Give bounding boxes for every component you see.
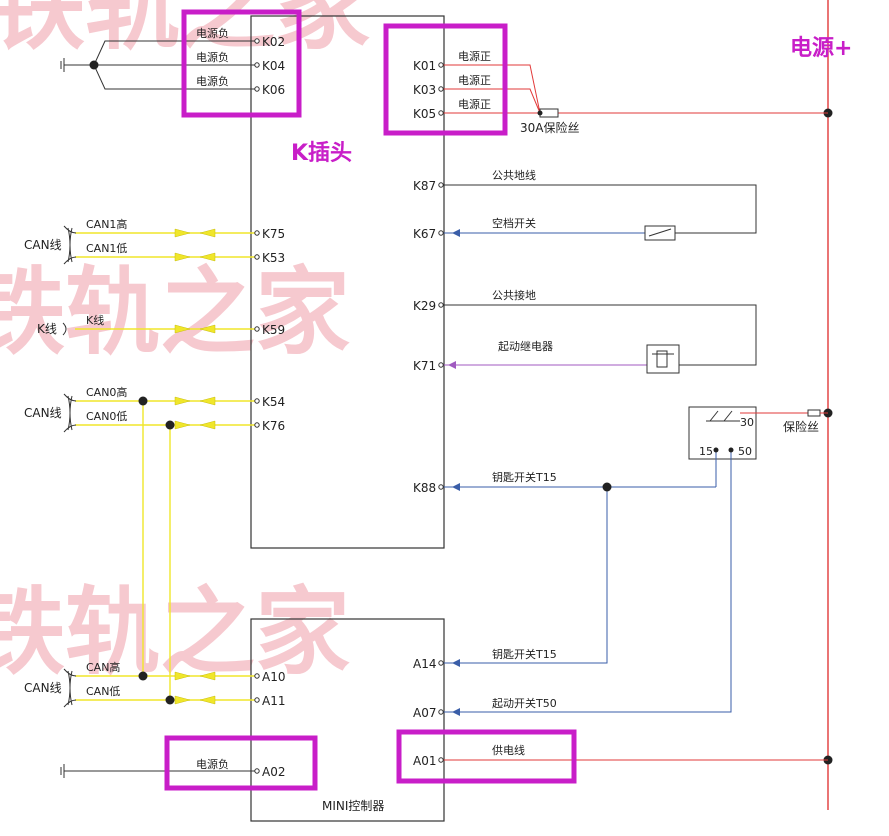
fuse-symbol bbox=[807, 409, 821, 417]
label-k88: 钥匙开关T15 bbox=[492, 470, 557, 484]
can-junctions bbox=[138, 396, 175, 705]
relay-15-terminal-dot bbox=[713, 447, 719, 453]
relay-contacts bbox=[706, 410, 740, 422]
fuse-30a-label: 30A保险丝 bbox=[520, 120, 579, 135]
highlight-k-ground bbox=[181, 9, 302, 118]
k-plug-label: K插头 bbox=[291, 141, 352, 166]
pin-k04: K04 bbox=[262, 59, 285, 73]
label-a02: 电源负 bbox=[196, 757, 229, 771]
k-power-wiring bbox=[441, 64, 828, 114]
label-k04: 电源负 bbox=[196, 50, 229, 64]
label-a01: 供电线 bbox=[492, 743, 525, 757]
label-k54: CAN0高 bbox=[86, 385, 127, 399]
label-k01: 电源正 bbox=[458, 49, 491, 63]
can0-bus-label: CAN线 bbox=[24, 406, 62, 420]
fuse-30a-symbol bbox=[539, 108, 559, 118]
pin-k01: K01 bbox=[413, 59, 436, 73]
pin-a01: A01 bbox=[413, 754, 436, 768]
pin-k71: K71 bbox=[413, 359, 436, 373]
pin-k53: K53 bbox=[262, 251, 285, 265]
label-k75: CAN1高 bbox=[86, 217, 127, 231]
watermark-text-bottom: 铁轨之家 bbox=[0, 577, 350, 688]
label-k53: CAN1低 bbox=[86, 242, 127, 255]
highlight-boxes bbox=[164, 9, 577, 791]
pin-a14: A14 bbox=[413, 657, 436, 671]
start-relay-circuit bbox=[441, 304, 757, 374]
pin-a11: A11 bbox=[262, 694, 285, 708]
ground-junction bbox=[89, 60, 99, 70]
twisted-pair-symbols bbox=[62, 225, 77, 708]
label-a11: CAN低 bbox=[86, 685, 120, 698]
label-k03: 电源正 bbox=[458, 73, 491, 87]
can1-bus-label: CAN线 bbox=[24, 238, 62, 252]
pin-k03: K03 bbox=[413, 83, 436, 97]
fuse-30a-terminal bbox=[537, 110, 543, 116]
blue-arrows bbox=[452, 483, 460, 716]
relay-terminal-30: 30 bbox=[740, 416, 754, 429]
mini-controller-block bbox=[250, 618, 445, 822]
k-left-pins: K02 电源负 K04 电源负 K06 电源负 K75 CAN1高 K53 CA… bbox=[86, 26, 285, 433]
highlight-a02 bbox=[164, 735, 318, 791]
a02-ground-wiring bbox=[60, 764, 257, 778]
pin-k88: K88 bbox=[413, 481, 436, 495]
label-a07: 起动开关T50 bbox=[492, 696, 557, 710]
pin-k54: K54 bbox=[262, 395, 285, 409]
watermark-text-middle: 铁轨之家 bbox=[0, 257, 350, 368]
label-a14: 钥匙开关T15 bbox=[492, 647, 557, 661]
can-mini-bus-label: CAN线 bbox=[24, 681, 62, 695]
pin-k87: K87 bbox=[413, 179, 436, 193]
pin-k06: K06 bbox=[262, 83, 285, 97]
pin-k59: K59 bbox=[262, 323, 285, 337]
pin-k29: K29 bbox=[413, 299, 436, 313]
key-switch-relay bbox=[688, 406, 757, 460]
fuse-label: 保险丝 bbox=[783, 419, 819, 434]
label-k67: 空档开关 bbox=[492, 216, 536, 230]
pin-k67: K67 bbox=[413, 227, 436, 241]
label-k05: 电源正 bbox=[458, 97, 491, 111]
highlight-a01 bbox=[396, 729, 577, 784]
label-a10: CAN高 bbox=[86, 660, 120, 674]
label-k59: K线 bbox=[86, 313, 104, 327]
k71-arrow bbox=[448, 361, 456, 369]
label-k29: 公共接地 bbox=[492, 289, 536, 302]
pin-a10: A10 bbox=[262, 670, 285, 684]
key-switch-wiring bbox=[441, 450, 732, 713]
pin-a07: A07 bbox=[413, 706, 436, 720]
can-arrows bbox=[174, 228, 216, 705]
relay-terminal-50: 50 bbox=[738, 445, 752, 458]
relay-50-terminal-dot bbox=[728, 447, 734, 453]
neutral-switch-circuit bbox=[441, 184, 757, 241]
highlight-k-power bbox=[383, 23, 508, 136]
k-right-pins: K01 电源正 K03 电源正 K05 电源正 K87 公共地线 K67 空档开… bbox=[413, 49, 557, 495]
pin-k02: K02 bbox=[262, 35, 285, 49]
label-k02: 电源负 bbox=[196, 26, 229, 40]
label-k87: 公共地线 bbox=[492, 168, 536, 182]
pin-a02: A02 bbox=[262, 765, 285, 779]
pin-k05: K05 bbox=[413, 107, 436, 121]
label-k71: 起动继电器 bbox=[498, 340, 553, 353]
k-plug-block bbox=[250, 15, 445, 549]
relay-terminal-15: 15 bbox=[699, 445, 713, 458]
k-line-bus-label: K线 bbox=[37, 322, 57, 336]
k67-arrow bbox=[452, 229, 460, 237]
pin-k76: K76 bbox=[262, 419, 285, 433]
power-plus-label: 电源+ bbox=[790, 36, 852, 61]
label-k06: 电源负 bbox=[196, 74, 229, 88]
mini-controller-title: MINI控制器 bbox=[322, 799, 384, 813]
watermark: 铁轨之家 铁轨之家 铁轨之家 bbox=[0, 0, 370, 688]
mini-pins: A10 CAN高 A11 CAN低 A02 电源负 A14 钥匙开关T15 A0… bbox=[86, 647, 557, 779]
pin-k75: K75 bbox=[262, 227, 285, 241]
label-k76: CAN0低 bbox=[86, 410, 127, 423]
t15-junction bbox=[602, 482, 612, 492]
